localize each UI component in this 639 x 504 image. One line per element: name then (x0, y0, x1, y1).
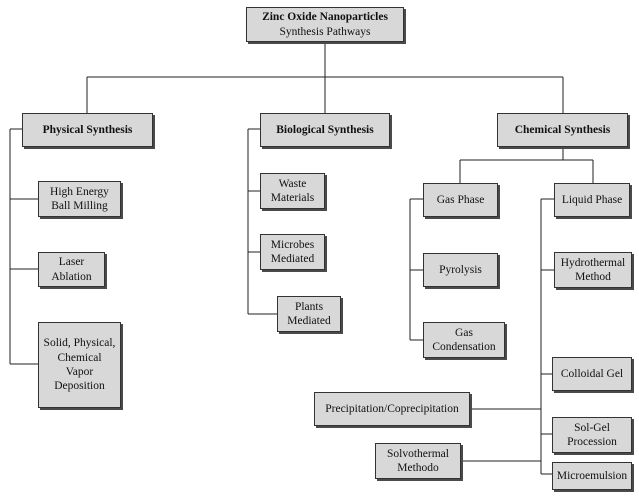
node-line: Vapor (65, 366, 94, 378)
node-line: Mediated (287, 315, 331, 327)
node-line: Gas (455, 326, 473, 339)
node-line: Condensation (432, 341, 496, 353)
chemical-synthesis-label: Chemical Synthesis (514, 123, 611, 136)
laser-ablation-node: Laser Ablation (38, 252, 105, 287)
vapor-deposition-node: Solid, Physical, Chemical Vapor Depositi… (38, 322, 121, 408)
chemical-synthesis-node: Chemical Synthesis (497, 113, 628, 147)
node-line: Ablation (51, 270, 92, 283)
node-line: Plants (294, 300, 324, 313)
node-line: High Energy (50, 185, 109, 198)
node-line: Methodo (397, 462, 439, 474)
hydrothermal-method-node: Hydrothermal Method (554, 252, 632, 288)
node-line: Solvothermal (387, 447, 449, 460)
root-node: Zinc Oxide Nanoparticles Synthesis Pathw… (246, 7, 404, 42)
liquid-phase-node: Liquid Phase (554, 183, 630, 217)
node-line: Solid, Physical, (43, 337, 116, 350)
node-line: Method (575, 271, 611, 283)
precipitation-node: Precipitation/Coprecipitation (314, 392, 470, 426)
gas-phase-label: Gas Phase (436, 193, 485, 206)
node-line: Microbes (270, 238, 315, 251)
node-line: Procession (567, 436, 617, 448)
gas-condensation-node: Gas Condensation (423, 322, 505, 358)
node-line: Chemical (57, 351, 102, 364)
colloidal-gel-node: Colloidal Gel (552, 357, 632, 391)
solvothermal-node: Solvothermal Methodo (375, 443, 461, 479)
node-line: Mediated (270, 253, 315, 265)
physical-synthesis-label: Physical Synthesis (42, 123, 133, 136)
node-line: Sol-Gel (574, 421, 610, 434)
liquid-phase-label: Liquid Phase (561, 193, 623, 206)
node-line: Ball Milling (51, 200, 108, 212)
physical-synthesis-node: Physical Synthesis (22, 113, 153, 147)
microbes-mediated-node: Microbes Mediated (260, 234, 325, 270)
node-line: Precipitation/Coprecipitation (325, 402, 459, 415)
pyrolysis-node: Pyrolysis (423, 253, 498, 287)
node-line: Colloidal Gel (560, 367, 624, 380)
sol-gel-procession-node: Sol-Gel Procession (552, 417, 632, 453)
node-line: Deposition (54, 380, 105, 393)
high-energy-ball-milling-node: High Energy Ball Milling (38, 181, 121, 217)
root-subtitle: Synthesis Pathways (279, 25, 371, 38)
biological-synthesis-label: Biological Synthesis (276, 123, 374, 136)
node-line: Microemulsion (556, 469, 628, 482)
node-line: Hydrothermal (560, 256, 626, 269)
node-line: Materials (270, 192, 315, 204)
node-line: Laser (58, 256, 85, 269)
gas-phase-node: Gas Phase (423, 183, 498, 217)
root-title: Zinc Oxide Nanoparticles (262, 11, 388, 24)
plants-mediated-node: Plants Mediated (277, 296, 341, 332)
microemulsion-node: Microemulsion (552, 462, 632, 490)
waste-materials-node: Waste Materials (260, 173, 325, 209)
node-line: Pyrolysis (439, 263, 482, 276)
node-line: Waste (278, 177, 307, 190)
biological-synthesis-node: Biological Synthesis (260, 113, 390, 147)
